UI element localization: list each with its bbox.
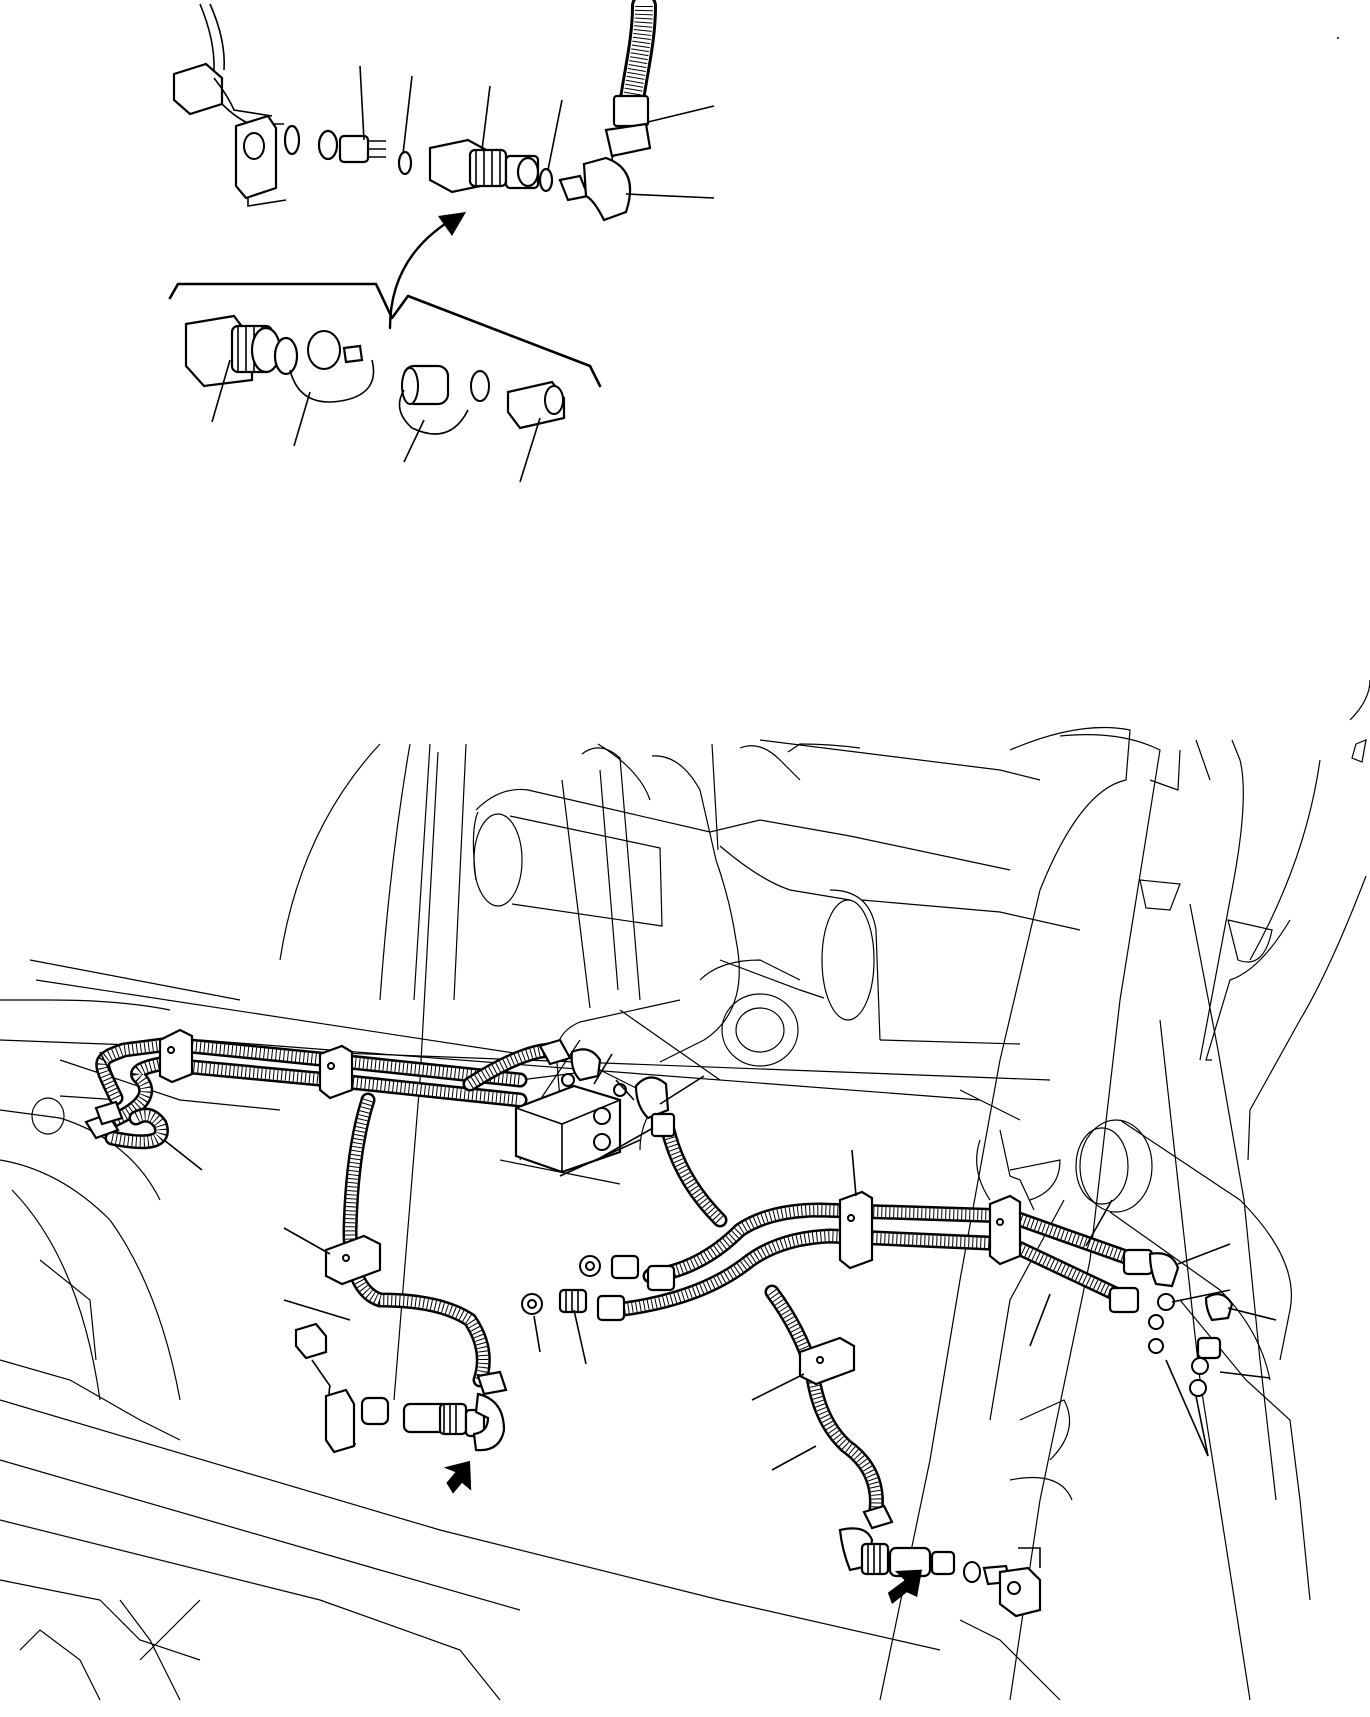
callout-leaders-kit — [211, 359, 541, 483]
hose-clamps — [158, 1028, 1022, 1386]
hose-top — [604, 0, 657, 158]
assembly-arrow — [388, 212, 466, 330]
hose-assemblies — [95, 1036, 1148, 1518]
kit-parts — [184, 314, 566, 435]
loader-frame — [0, 679, 1370, 1701]
fitting-chain-top — [283, 124, 632, 222]
hose-left-return — [104, 1107, 169, 1150]
hose-left-drop — [342, 1092, 491, 1388]
hose-right-upper — [642, 1202, 1148, 1284]
callout-leaders-main — [99, 1051, 1277, 1471]
kit-bracket — [168, 282, 602, 388]
hose-right-lower — [608, 1228, 1128, 1318]
top-detail-view — [168, 0, 715, 483]
valve-manifold — [514, 1084, 661, 1177]
callout-leaders-top — [359, 65, 715, 199]
coupler-arrows — [443, 1460, 923, 1604]
corner-mark — [1337, 37, 1339, 39]
hose-right-drop — [764, 1284, 884, 1518]
hose-left-upper — [95, 1036, 528, 1106]
mounting-bracket — [172, 3, 287, 207]
hose-left-lower — [102, 1056, 528, 1130]
fittings-main — [84, 1038, 1234, 1618]
